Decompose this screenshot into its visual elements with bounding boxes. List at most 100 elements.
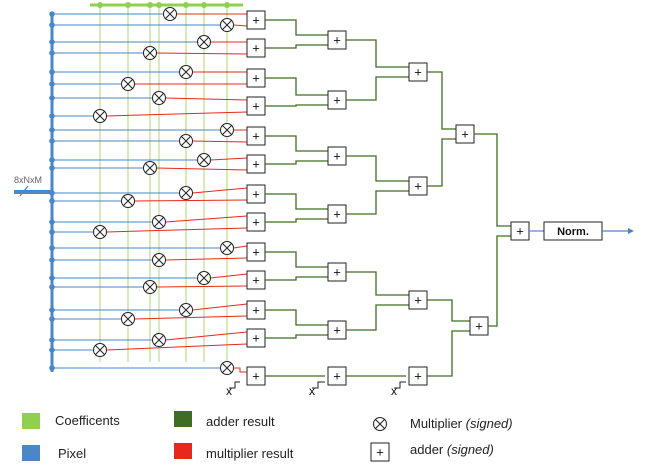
adder-result-line bbox=[265, 218, 328, 223]
adder-result-line bbox=[346, 271, 409, 296]
adder-result-line bbox=[265, 135, 328, 152]
adder-symbol: + bbox=[414, 65, 422, 80]
legend-label-adder-result: adder result bbox=[206, 414, 275, 429]
coefficient-tap bbox=[201, 2, 207, 8]
multiplier-cross bbox=[165, 9, 175, 19]
adder-symbol: + bbox=[333, 265, 341, 280]
multiplier-cross bbox=[154, 255, 164, 265]
multiplier-result-line bbox=[156, 52, 248, 55]
adder-result-line bbox=[265, 44, 328, 49]
multiplier-cross bbox=[199, 37, 209, 47]
adder-symbol: + bbox=[333, 93, 341, 108]
adder-result-line bbox=[346, 76, 409, 101]
multiplier-result-line bbox=[210, 157, 248, 161]
adder-result-line bbox=[265, 104, 328, 107]
multiplier-result-line bbox=[233, 367, 247, 373]
adder-symbol: + bbox=[252, 129, 260, 144]
adder-result-line bbox=[265, 334, 328, 339]
adder-result-line bbox=[427, 71, 456, 130]
adder-symbol: + bbox=[252, 187, 260, 202]
adder-result-line bbox=[474, 133, 511, 227]
multiplier-cross bbox=[199, 155, 209, 165]
multiplier-result-line bbox=[192, 140, 248, 143]
multiplier-cross bbox=[222, 243, 232, 253]
adder-result-line bbox=[346, 39, 409, 68]
multiplier-cross bbox=[95, 111, 105, 121]
zero-input-mark: x bbox=[391, 384, 397, 398]
coefficient-tap bbox=[125, 2, 131, 8]
multiplier-cross bbox=[145, 48, 155, 58]
multiplier-cross bbox=[154, 93, 164, 103]
multiplier-result-line bbox=[233, 24, 248, 27]
adder-result-line bbox=[346, 190, 409, 215]
adder-symbol: + bbox=[333, 33, 341, 48]
multiplier-cross bbox=[181, 305, 191, 315]
coefficient-tap bbox=[183, 2, 189, 8]
adder-symbol: + bbox=[333, 207, 341, 222]
adder-symbol: + bbox=[252, 245, 260, 260]
legend-swatch-coefficients bbox=[22, 413, 40, 429]
multiplier-result-line bbox=[192, 303, 248, 311]
multiplier-result-line bbox=[165, 215, 248, 223]
adder-symbol: + bbox=[414, 293, 422, 308]
bus-width-label: 8xNxM bbox=[14, 175, 42, 185]
multiplier-cross bbox=[181, 188, 191, 198]
multiplier-result-line bbox=[210, 273, 248, 279]
multiplier-cross bbox=[181, 136, 191, 146]
adder-symbol: + bbox=[333, 369, 341, 384]
multiplier-result-line bbox=[106, 227, 248, 233]
zero-input-mark: x bbox=[226, 384, 232, 398]
multiplier-result-line bbox=[156, 285, 248, 288]
adder-symbol: + bbox=[252, 331, 260, 346]
multiplier-result-line bbox=[165, 331, 248, 341]
adder-symbol: + bbox=[252, 273, 260, 288]
legend-adder-text: adder (signed) bbox=[410, 442, 494, 457]
multiplier-cross bbox=[222, 125, 232, 135]
adder-result-line bbox=[488, 235, 511, 327]
legend-label-adder-signed: (signed) bbox=[446, 442, 494, 457]
multiplier-result-line bbox=[233, 245, 248, 249]
adder-symbol: + bbox=[252, 71, 260, 86]
zero-input-line bbox=[229, 381, 240, 389]
adder-result-line bbox=[265, 160, 328, 165]
legend-label-pixel: Pixel bbox=[58, 446, 87, 461]
adder-symbol: + bbox=[475, 319, 483, 334]
legend-label-coefficients: Coefficents bbox=[55, 413, 120, 428]
adder-result-line bbox=[427, 299, 470, 322]
multiplier-cross bbox=[123, 196, 133, 206]
adder-result-line bbox=[346, 304, 409, 331]
norm-label: Norm. bbox=[557, 226, 589, 238]
zero-input-line bbox=[312, 381, 325, 389]
adder-symbol: + bbox=[414, 179, 422, 194]
adder-result-line bbox=[265, 19, 328, 36]
adder-symbol: + bbox=[252, 99, 260, 114]
adder-result-line bbox=[265, 309, 328, 326]
multiplier-cross bbox=[154, 335, 164, 345]
adder-symbol: + bbox=[376, 445, 384, 460]
coefficient-tap bbox=[147, 2, 153, 8]
adder-symbol: + bbox=[252, 303, 260, 318]
legend-swatch-multiplier-result bbox=[174, 443, 192, 459]
adder-result-line bbox=[265, 276, 328, 281]
adder-result-line bbox=[346, 155, 409, 182]
multiplier-result-line bbox=[106, 111, 248, 117]
adder-symbol: + bbox=[252, 157, 260, 172]
legend-label-adder: adder bbox=[410, 442, 444, 457]
adder-symbol: + bbox=[516, 224, 524, 239]
coefficient-tap bbox=[97, 2, 103, 8]
adder-result-line bbox=[427, 138, 456, 187]
adder-result-line bbox=[265, 77, 328, 96]
legend-label-multiplier: Multiplier bbox=[410, 416, 463, 431]
multiplier-cross bbox=[181, 67, 191, 77]
multiplier-cross bbox=[222, 20, 232, 30]
output-arrowhead bbox=[628, 228, 634, 234]
legend-label-multiplier-result: multiplier result bbox=[206, 446, 294, 461]
multiplier-cross bbox=[95, 227, 105, 237]
multiplier-result-line bbox=[134, 199, 248, 202]
multiplier-cross bbox=[145, 163, 155, 173]
multiplier-cross bbox=[154, 217, 164, 227]
multiplier-cross bbox=[375, 419, 385, 429]
multiplier-result-line bbox=[106, 343, 248, 351]
